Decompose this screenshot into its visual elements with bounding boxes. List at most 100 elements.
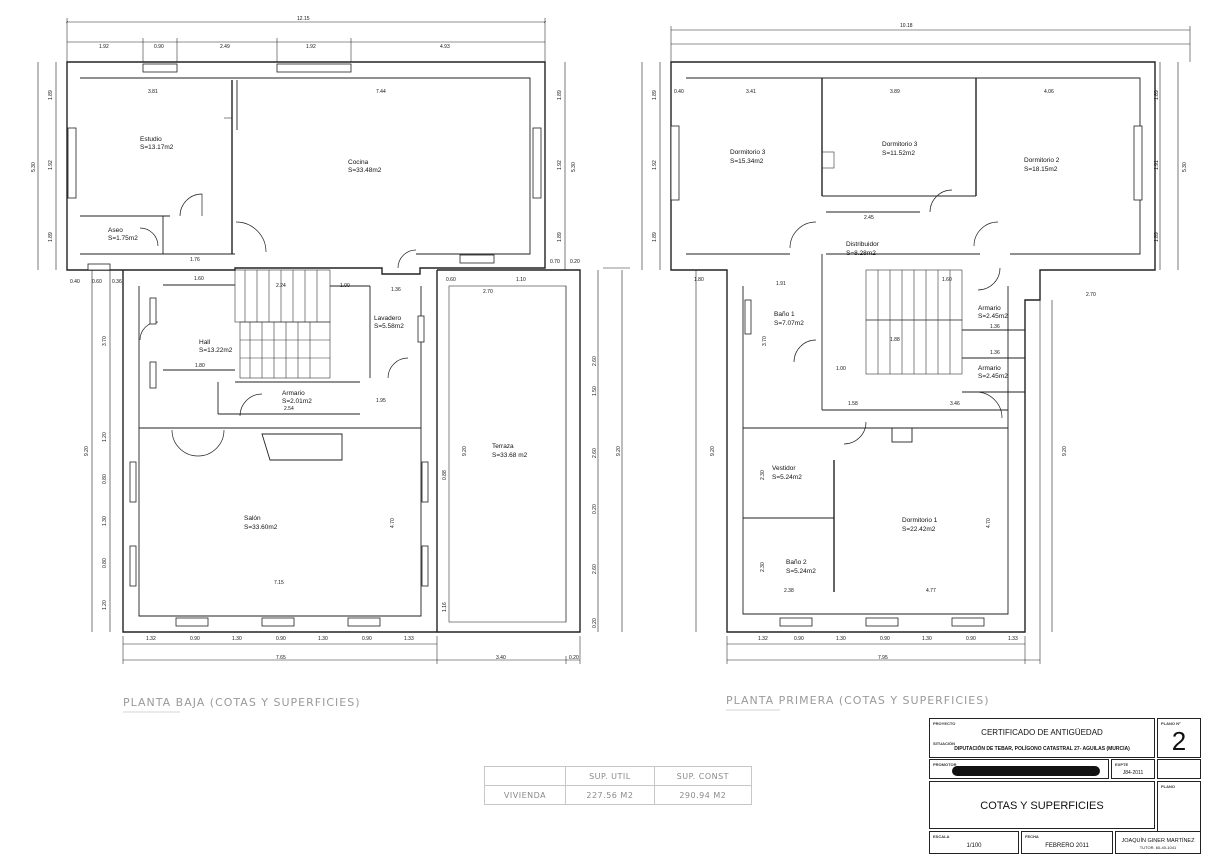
location-label: SITUACIÓN xyxy=(933,741,955,746)
ground-floor-plan xyxy=(37,18,630,664)
table-header-cell: SUP. UTIL xyxy=(565,766,655,786)
owner-label: PROMOTOR xyxy=(933,762,957,767)
project-title: CERTIFICADO DE ANTIGÜEDAD xyxy=(981,728,1103,737)
svg-text:0.80: 0.80 xyxy=(102,558,108,568)
file-label: EXPTE xyxy=(1115,762,1129,767)
table-cell: 290.94 M2 xyxy=(653,785,753,805)
room-name: Estudio xyxy=(140,136,162,143)
svg-text:5.30: 5.30 xyxy=(31,162,37,172)
svg-text:1.89: 1.89 xyxy=(1154,90,1160,100)
svg-text:10.18: 10.18 xyxy=(900,23,913,29)
svg-text:1.10: 1.10 xyxy=(516,277,526,283)
svg-text:1.36: 1.36 xyxy=(990,324,1000,330)
file-number: J84-2011 xyxy=(1122,770,1144,776)
svg-text:1.92: 1.92 xyxy=(557,160,563,170)
room-name: Vestidor xyxy=(772,465,796,472)
svg-text:2.70: 2.70 xyxy=(1086,292,1096,298)
svg-text:0.90: 0.90 xyxy=(154,44,164,50)
svg-text:1.89: 1.89 xyxy=(557,90,563,100)
room-area: S=15.34m2 xyxy=(730,158,764,165)
author-name: JOAQUÍN GINER MARTÍNEZ xyxy=(1121,838,1195,844)
room-name: Baño 2 xyxy=(786,559,807,566)
room-name: Dormitorio 3 xyxy=(882,141,918,148)
svg-text:0.40: 0.40 xyxy=(674,89,684,95)
svg-text:2.60: 2.60 xyxy=(592,356,598,366)
author-sub: TUTOR. 60-40-1041 xyxy=(1139,845,1177,850)
room-area: S=11.52m2 xyxy=(882,150,915,157)
room-name: Dormitorio 3 xyxy=(730,149,766,156)
svg-text:1.36: 1.36 xyxy=(391,287,401,293)
svg-text:3.40: 3.40 xyxy=(496,655,506,661)
surface-summary-table: SUP. UTIL SUP. CONST VIVIENDA 227.56 M2 … xyxy=(483,766,753,805)
svg-text:1.50: 1.50 xyxy=(592,386,598,396)
room-area: S=5.24m2 xyxy=(786,568,816,575)
scale-box: ESCALA 1/100 xyxy=(929,831,1019,854)
svg-text:1.32: 1.32 xyxy=(146,636,156,642)
first-floor-plan xyxy=(641,26,1191,664)
svg-text:0.90: 0.90 xyxy=(362,636,372,642)
svg-text:7.15: 7.15 xyxy=(274,580,284,586)
svg-text:1.20: 1.20 xyxy=(102,600,108,610)
svg-text:1.95: 1.95 xyxy=(376,398,386,404)
room-name: Salón xyxy=(244,515,261,522)
ground-floor-labels: Estudio S=13.17m2 Cocina S=33.48m2 Aseo … xyxy=(108,136,528,531)
svg-text:1.76: 1.76 xyxy=(190,257,200,263)
svg-text:9.20: 9.20 xyxy=(84,446,90,456)
svg-text:2.60: 2.60 xyxy=(592,564,598,574)
svg-text:1.92: 1.92 xyxy=(306,44,316,50)
svg-text:0.90: 0.90 xyxy=(794,636,804,642)
ground-floor-dims: 12.15 1.92 0.90 2.49 1.92 4.93 3.81 7.44… xyxy=(31,16,622,661)
svg-text:1.30: 1.30 xyxy=(232,636,242,642)
room-name: Armario xyxy=(282,390,305,397)
title-block: PROYECTO CERTIFICADO DE ANTIGÜEDAD SITUA… xyxy=(929,718,1201,854)
svg-text:1.89: 1.89 xyxy=(557,232,563,242)
svg-text:0.60: 0.60 xyxy=(446,277,456,283)
svg-text:0.60: 0.60 xyxy=(92,279,102,285)
svg-text:12.15: 12.15 xyxy=(297,16,310,22)
table-row: VIVIENDA 227.56 M2 290.94 M2 xyxy=(483,785,753,805)
sheet-title: COTAS Y SUPERFICIES xyxy=(980,800,1104,812)
svg-text:0.36: 0.36 xyxy=(112,279,122,285)
table-cell: VIVIENDA xyxy=(483,785,567,805)
room-area: S=13.22m2 xyxy=(199,347,233,354)
svg-text:0.20: 0.20 xyxy=(569,655,579,661)
svg-text:9.20: 9.20 xyxy=(1062,446,1068,456)
svg-text:0.20: 0.20 xyxy=(592,618,598,628)
room-name: Armario xyxy=(978,305,1001,312)
room-area: S=2.01m2 xyxy=(282,398,312,405)
svg-text:3.89: 3.89 xyxy=(890,89,900,95)
svg-text:1.32: 1.32 xyxy=(758,636,768,642)
room-name: Cocina xyxy=(348,159,369,166)
date-value: FEBRERO 2011 xyxy=(1045,843,1089,849)
room-area: S=33.48m2 xyxy=(348,167,382,174)
svg-text:3.41: 3.41 xyxy=(746,89,756,95)
svg-text:1.80: 1.80 xyxy=(694,277,704,283)
svg-text:1.91: 1.91 xyxy=(776,281,786,287)
room-name: Baño 1 xyxy=(774,311,795,318)
table-header-cell: SUP. CONST xyxy=(653,766,753,786)
room-area: S=5.24m2 xyxy=(772,474,802,481)
owner-box: PROMOTOR xyxy=(929,759,1109,779)
svg-text:1.91: 1.91 xyxy=(1154,160,1160,170)
svg-text:5.30: 5.30 xyxy=(1182,162,1188,172)
svg-text:4.70: 4.70 xyxy=(986,518,992,528)
svg-text:5.30: 5.30 xyxy=(571,162,577,172)
svg-text:0.88: 0.88 xyxy=(442,470,448,480)
room-area: S=8.28m2 xyxy=(846,250,876,257)
date-label: FECHA xyxy=(1025,834,1039,839)
sheet-number-box: PLANO Nº 2 xyxy=(1157,718,1201,758)
file-box: EXPTE J84-2011 xyxy=(1111,759,1155,779)
room-name: Dormitorio 2 xyxy=(1024,157,1060,164)
svg-text:1.30: 1.30 xyxy=(836,636,846,642)
scale-value: 1/100 xyxy=(966,843,982,849)
room-area: S=7.07m2 xyxy=(774,320,804,327)
sheet-number-label: PLANO Nº xyxy=(1161,721,1181,726)
svg-text:0.40: 0.40 xyxy=(70,279,80,285)
svg-text:7.95: 7.95 xyxy=(878,655,888,661)
room-area: S=33.68 m2 xyxy=(492,452,528,459)
svg-text:1.89: 1.89 xyxy=(652,90,658,100)
ground-floor-title: PLANTA BAJA (COTAS Y SUPERFICIES) xyxy=(123,696,361,709)
svg-text:2.49: 2.49 xyxy=(220,44,230,50)
svg-text:0.70: 0.70 xyxy=(550,259,560,265)
